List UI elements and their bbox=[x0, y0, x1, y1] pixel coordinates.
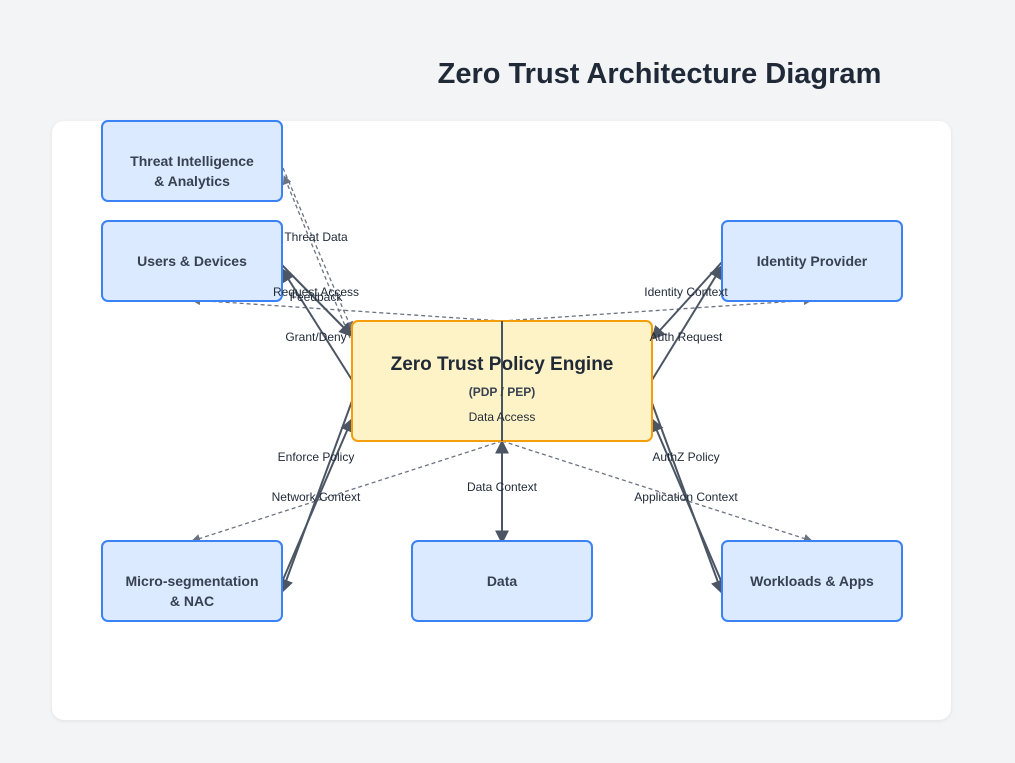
edge-feedback bbox=[282, 175, 351, 339]
node-label: Micro-segmentation bbox=[125, 573, 258, 589]
edge-network-context bbox=[191, 440, 503, 543]
edge-enforce-policy bbox=[279, 400, 353, 594]
node-label: Threat Intelligence bbox=[130, 153, 254, 169]
node-policy-engine[interactable]: Zero Trust Policy Engine (PDP / PEP) bbox=[351, 320, 653, 442]
label-application-context: Application Context bbox=[634, 490, 738, 504]
edge-auth-request bbox=[651, 261, 723, 341]
label-data-access: Data Access bbox=[469, 410, 536, 424]
engine-title: Zero Trust Policy Engine bbox=[391, 354, 614, 375]
context-edges bbox=[191, 167, 813, 543]
diagram-title: Zero Trust Architecture Diagram bbox=[437, 58, 882, 90]
node-users-devices[interactable]: Users & Devices bbox=[101, 220, 283, 302]
edge-threat-data bbox=[282, 167, 353, 331]
edge-identity-response bbox=[651, 264, 723, 381]
label-identity-context: Identity Context bbox=[644, 285, 728, 299]
node-data[interactable]: Data bbox=[411, 540, 593, 622]
node-label: Data bbox=[487, 573, 518, 589]
node-label: Identity Provider bbox=[757, 253, 868, 269]
edge-application-context bbox=[501, 440, 813, 543]
node-label: & NAC bbox=[170, 593, 214, 609]
label-network-context: Network Context bbox=[272, 490, 361, 504]
label-feedback: Feedback bbox=[290, 290, 344, 304]
label-threat-data: Threat Data bbox=[284, 230, 348, 244]
edge-app-response bbox=[650, 417, 723, 584]
edge-network-response bbox=[281, 417, 354, 583]
node-label: Users & Devices bbox=[137, 253, 247, 269]
engine-subtitle: (PDP / PEP) bbox=[469, 385, 535, 399]
edge-identity-context bbox=[501, 296, 813, 322]
node-threat-intelligence[interactable]: Threat Intelligence & Analytics bbox=[101, 120, 283, 202]
edge-authz-policy bbox=[651, 402, 725, 595]
label-enforce-policy: Enforce Policy bbox=[278, 450, 355, 464]
node-micro-segmentation[interactable]: Micro-segmentation & NAC bbox=[101, 540, 283, 622]
label-auth-request: Auth Request bbox=[650, 330, 723, 344]
label-authz-policy: AuthZ Policy bbox=[652, 450, 719, 464]
node-label: & Analytics bbox=[154, 173, 230, 189]
node-label: Workloads & Apps bbox=[750, 573, 874, 589]
edge-grant-deny bbox=[281, 267, 353, 381]
edge-users-context bbox=[191, 296, 503, 322]
node-identity-provider[interactable]: Identity Provider bbox=[721, 220, 903, 302]
edge-labels: Threat Data Feedback Request Access Gran… bbox=[272, 230, 739, 504]
label-request-access: Request Access bbox=[273, 285, 359, 299]
label-data-context: Data Context bbox=[467, 480, 538, 494]
label-grant-deny: Grant/Deny bbox=[285, 330, 346, 344]
node-workloads-apps[interactable]: Workloads & Apps bbox=[721, 540, 903, 622]
